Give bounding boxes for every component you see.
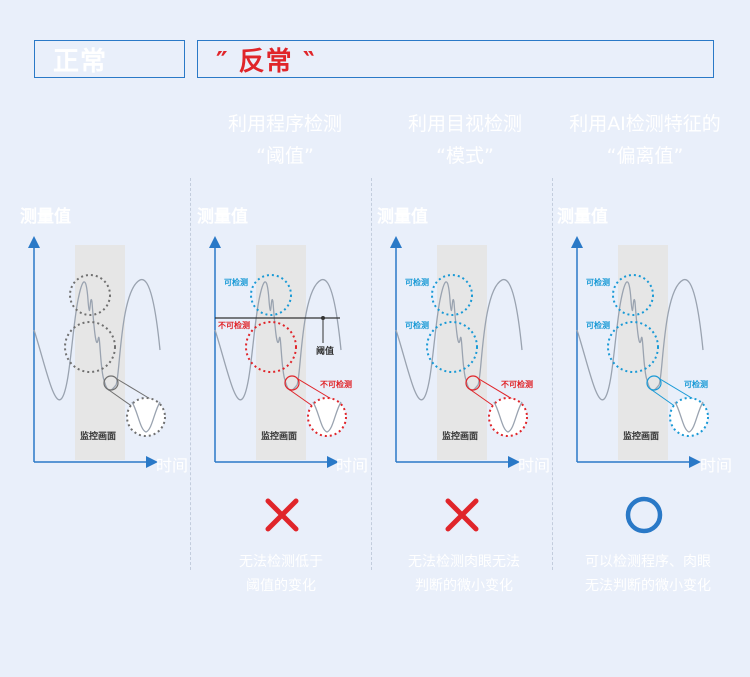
zoom-signal [312,401,342,433]
detect-circle [426,321,478,373]
monitor-label: 监控画面 [442,430,478,442]
caption-line1: 无法检测低于 [239,554,323,570]
normal-circle-1 [69,274,111,316]
column-title-visual: 利用目视检测 “模式” [375,108,555,172]
column-divider [190,178,191,570]
detect-circle [607,321,659,373]
zoom-signal [131,401,161,433]
zoom-line [467,387,496,408]
panel-normal: 监控画面 [28,236,166,468]
zoom-line [648,387,677,408]
column-title-line2: “阈值” [256,145,314,167]
zoom-circle [126,397,166,437]
threshold-label: 阈值 [316,345,334,357]
signal-line [395,279,523,401]
cross-icon [265,498,299,532]
tab-normal-label: 正常 [53,46,108,77]
caption-line1: 无法检测肉眼无法 [408,554,520,570]
caption-line2: 阈值的变化 [246,578,316,594]
small-circle [103,375,119,391]
monitor-label: 监控画面 [261,430,297,442]
column-title-line2: “偏离值” [606,145,684,167]
column-title-line1: 利用目视检测 [407,113,522,135]
zoom-line [478,378,515,401]
zoom-circle [307,397,347,437]
zoom-signal [674,401,704,433]
small-circle [646,375,662,391]
detect-circle [250,274,292,316]
tab-anomaly: ″ 反常 ‶ [197,40,714,78]
detect-circle [431,274,473,316]
undetectable-label: 不可检测 [501,379,533,389]
undetect-circle [245,321,297,373]
detectable-label: 可检测 [224,277,248,287]
detectable-label: 可检测 [586,277,610,287]
y-axis-label: 测量值 [20,207,71,227]
normal-circle-2 [64,321,116,373]
signal-line [33,279,161,401]
x-axis-label: 时间 [336,456,369,475]
caption-line2: 判断的微小变化 [415,578,513,594]
signal-line [576,279,704,401]
tab-normal: 正常 [34,40,185,78]
zoom-line [297,378,334,401]
y-axis-label: 测量值 [557,207,608,227]
monitor-label: 监控画面 [80,430,116,442]
caption-ai: 可以检测程序、肉眼 无法判断的微小变化 [558,550,738,598]
column-title-threshold: 利用程序检测 “阈值” [195,108,375,172]
column-title-line1: 利用AI检测特征的 [569,113,721,135]
x-axis-label: 时间 [518,456,551,475]
column-divider [552,178,553,570]
undetectable-label: 不可检测 [218,320,250,330]
small-circle [465,375,481,391]
detectable-label: 可检测 [405,320,429,330]
zoom-circle [669,397,709,437]
detectable-label: 可检测 [684,379,708,389]
zoom-signal [493,401,523,433]
panel-threshold: 阈值 可检测 不可检测 不可检测 监控画面 [209,236,352,468]
column-title-ai: 利用AI检测特征的 “偏离值” [555,108,735,172]
panel-ai: 可检测 可检测 可检测 监控画面 [571,236,709,468]
monitor-label: 监控画面 [623,430,659,442]
cross-icon [445,498,479,532]
y-axis-label: 测量值 [197,207,248,227]
x-axis-label: 时间 [156,456,189,475]
caption-visual: 无法检测肉眼无法 判断的微小变化 [374,550,554,598]
small-circle [284,375,300,391]
detectable-label: 可检测 [586,320,610,330]
zoom-circle [488,397,528,437]
zoom-line [286,387,315,408]
x-axis-label: 时间 [700,456,733,475]
detect-circle [612,274,654,316]
zoom-line [116,378,153,401]
column-title-line1: 利用程序检测 [227,113,342,135]
caption-line1: 可以检测程序、肉眼 [585,554,711,570]
column-title-line2: “模式” [436,145,494,167]
panel-visual: 可检测 可检测 不可检测 监控画面 [390,236,533,468]
circle-icon [625,496,663,534]
caption-threshold: 无法检测低于 阈值的变化 [191,550,371,598]
detectable-label: 可检测 [405,277,429,287]
column-divider [371,178,372,570]
tab-anomaly-label: ″ 反常 ‶ [216,46,316,77]
y-axis-label: 测量值 [377,207,428,227]
zoom-line [105,387,134,408]
signal-line [214,279,342,401]
caption-line2: 无法判断的微小变化 [585,578,711,594]
undetectable-label: 不可检测 [320,379,352,389]
zoom-line [659,378,696,401]
